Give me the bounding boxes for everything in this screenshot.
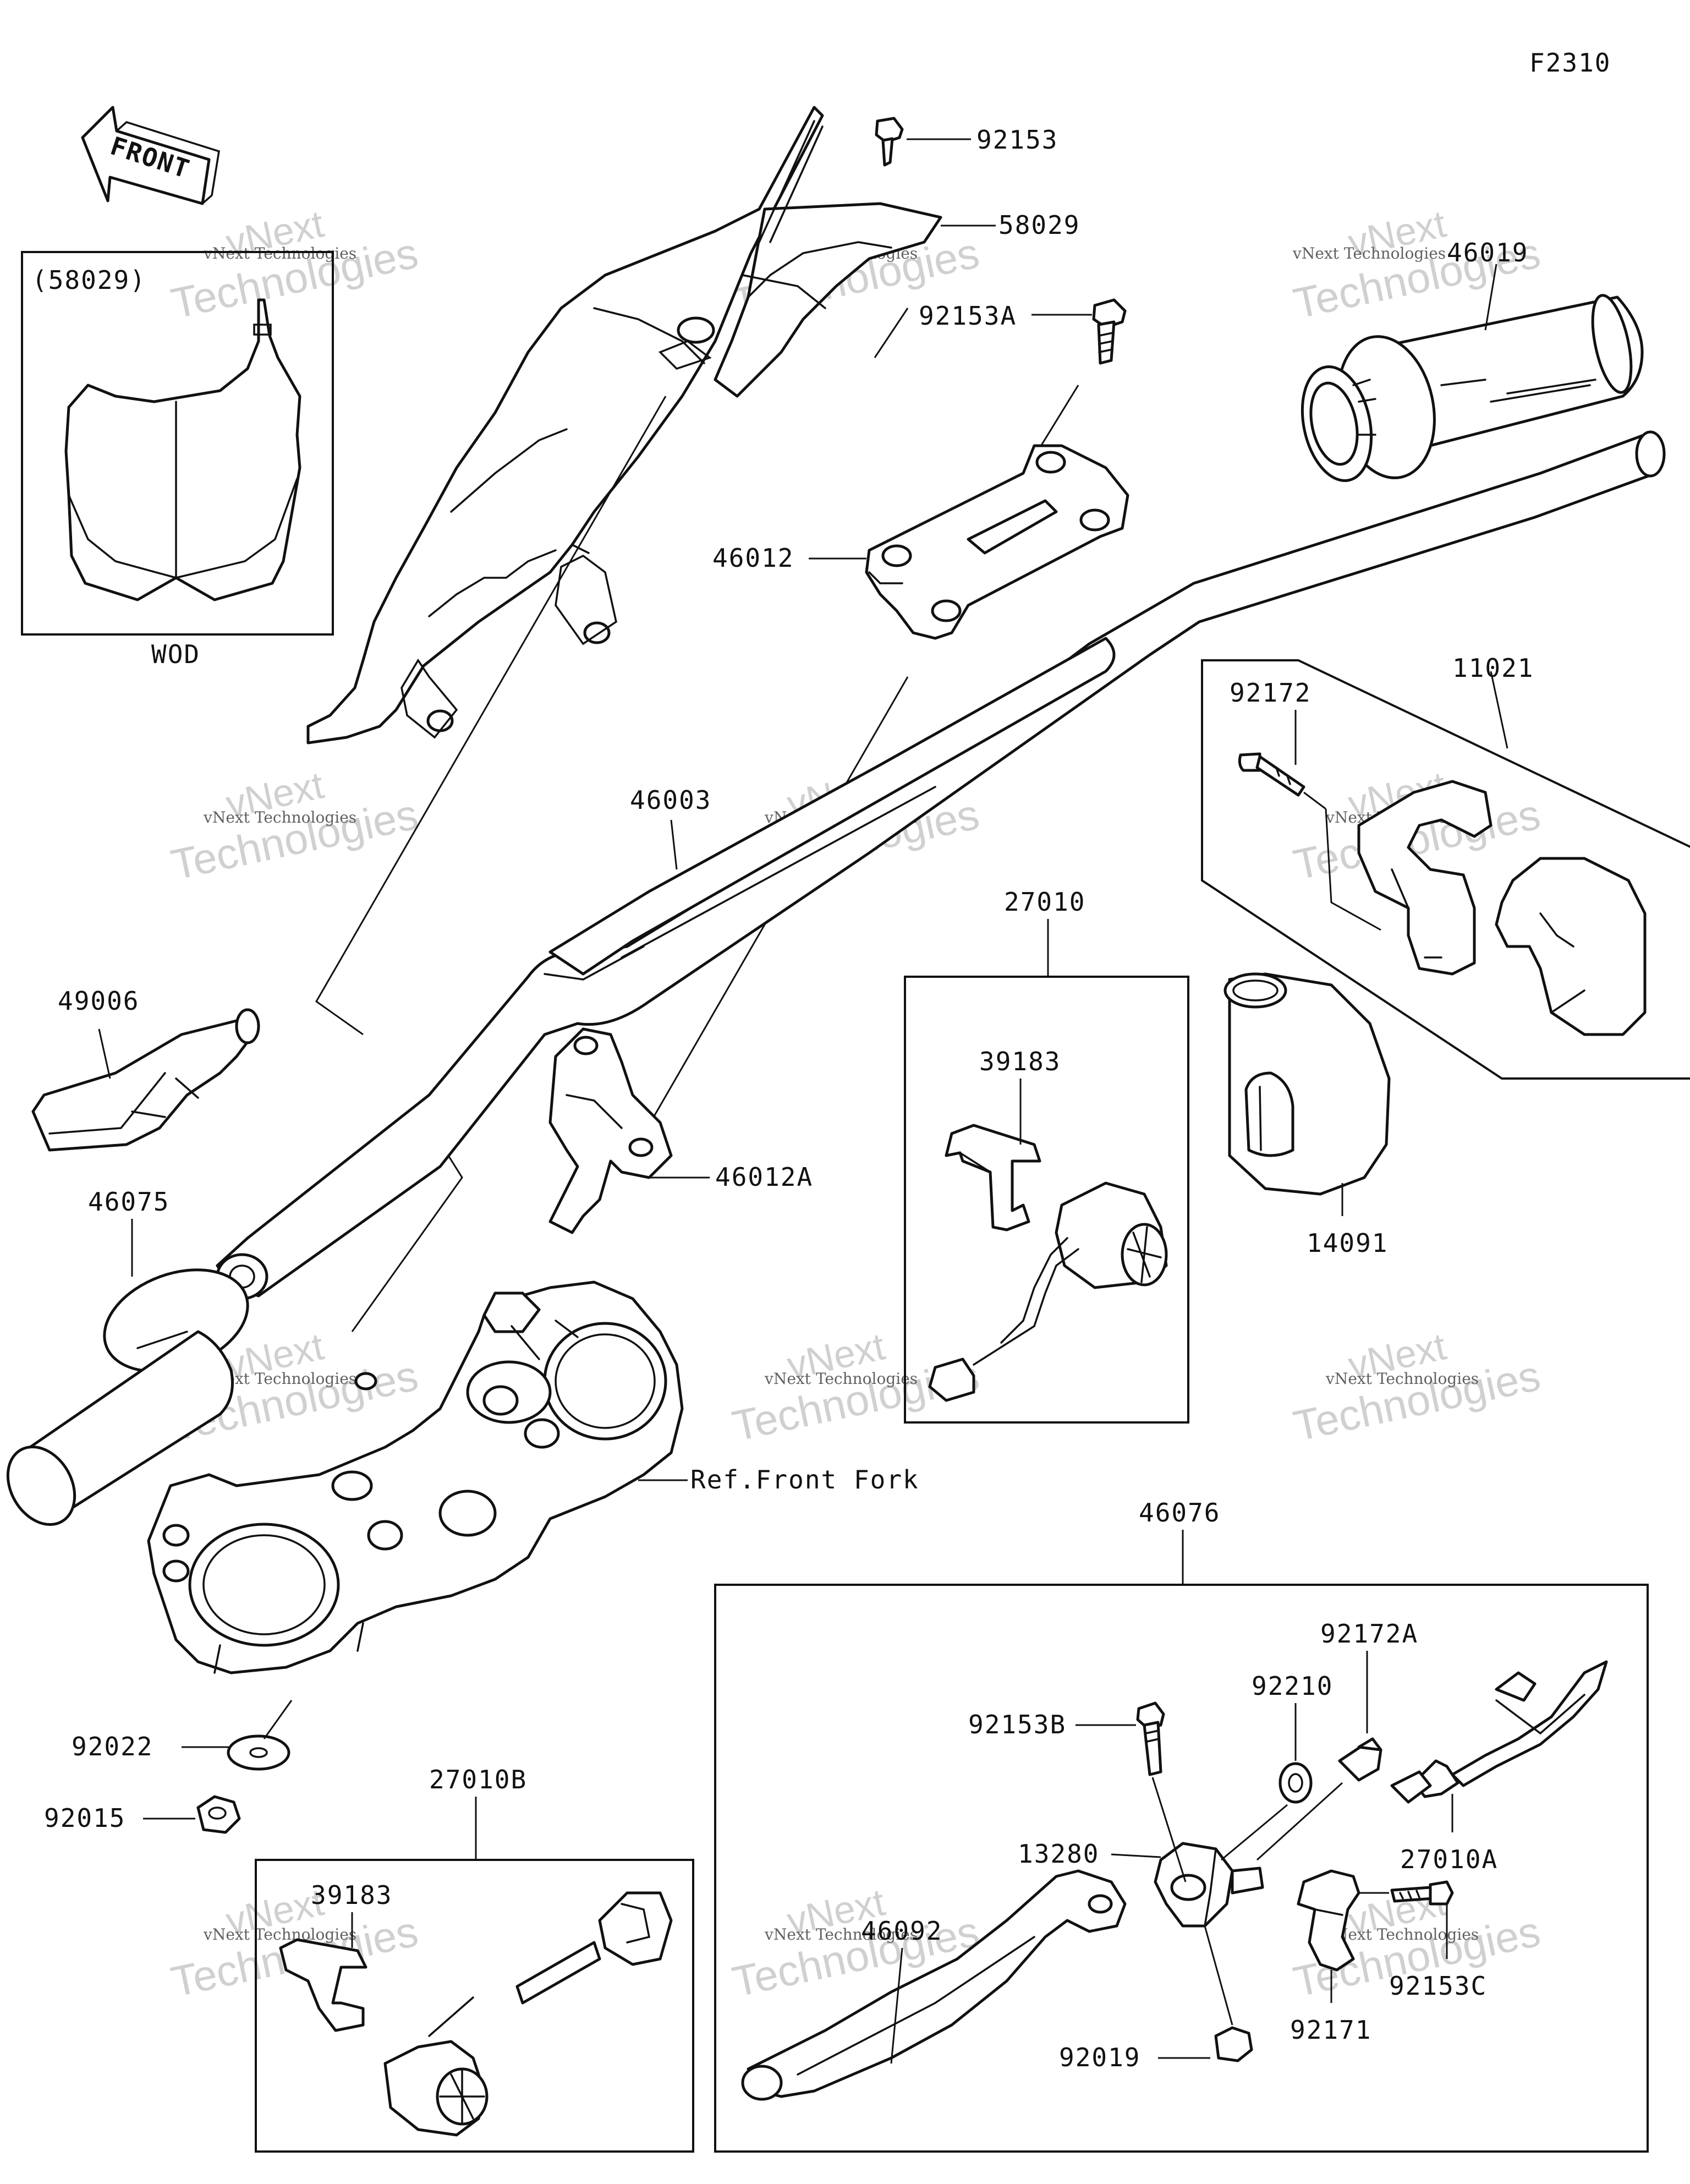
watermark-text: vNext Technologies: [1325, 1370, 1479, 1388]
part-49006: [31, 1008, 260, 1152]
switch-27010B: [255, 1859, 694, 2153]
label-92171: 92171: [1290, 2015, 1371, 2045]
triple-clamp: [147, 1280, 684, 1674]
watermark-text: vNext Technologies: [203, 808, 356, 826]
label-49006: 49006: [58, 986, 139, 1016]
watermark-text: vNext Technologies: [203, 244, 356, 262]
label-92019: 92019: [1059, 2043, 1140, 2072]
bolt-92153A: [1092, 298, 1127, 365]
assembly-11021: [1201, 659, 1690, 1080]
label-92153C: 92153C: [1389, 1971, 1487, 2001]
switch-27010: [904, 976, 1189, 1424]
nut-92015: [196, 1795, 241, 1834]
label-92153: 92153: [976, 125, 1058, 155]
number-plate: [306, 106, 942, 745]
label-ref-front-fork: Ref.Front Fork: [690, 1465, 919, 1495]
label-46012A: 46012A: [715, 1162, 813, 1192]
label-39183-a: 39183: [979, 1047, 1061, 1076]
inset-ref: (58029): [32, 265, 146, 295]
diagram-id: F2310: [1529, 48, 1611, 78]
watermark-text: vNext Technologies: [1292, 244, 1446, 262]
number-plate-wod: [64, 298, 301, 601]
label-14091: 14091: [1307, 1228, 1388, 1258]
hand-guard: [1495, 857, 1647, 1036]
watermark-text: vNext Technologies: [764, 1370, 918, 1388]
label-27010A: 27010A: [1400, 1844, 1498, 1874]
label-13280: 13280: [1018, 1839, 1099, 1869]
inset-caption: WOD: [151, 639, 200, 669]
front-arrow-icon: FRONT: [81, 106, 220, 205]
label-27010: 27010: [1004, 887, 1085, 917]
label-92172A: 92172A: [1320, 1619, 1418, 1649]
label-92153A: 92153A: [919, 301, 1017, 331]
label-27010B: 27010B: [429, 1765, 527, 1794]
handlebar-clamp-upper: [865, 444, 1129, 640]
label-92015: 92015: [44, 1803, 125, 1833]
label-92210: 92210: [1252, 1671, 1333, 1701]
label-92153B: 92153B: [968, 1710, 1066, 1739]
inset-58029: (58029) WOD: [21, 251, 334, 669]
lever-assembly-46076: [714, 1584, 1649, 2153]
label-11021: 11021: [1452, 653, 1534, 683]
label-46003: 46003: [630, 785, 711, 815]
label-92022: 92022: [72, 1732, 153, 1761]
watermark-text: vNext Technologies: [203, 1925, 356, 1944]
grip-right: [1301, 294, 1644, 482]
handlebar-clamp-lower: [548, 1027, 673, 1234]
label-46076: 46076: [1139, 1498, 1220, 1528]
bolt-92153: [875, 117, 904, 167]
watermark-text: vNext Technologies: [1325, 1925, 1479, 1944]
washer-92022: [227, 1734, 290, 1771]
label-46012: 46012: [712, 543, 794, 573]
watermark-text: vNext Technologies: [764, 1925, 918, 1944]
label-58029: 58029: [998, 210, 1080, 240]
handlebar: [216, 430, 1666, 1300]
label-46075: 46075: [88, 1187, 169, 1217]
label-92172: 92172: [1230, 678, 1311, 708]
label-46019: 46019: [1447, 238, 1528, 267]
cover-14091: [1223, 972, 1391, 1196]
label-39183-b: 39183: [311, 1880, 392, 1910]
label-46092: 46092: [861, 1916, 942, 1946]
grip-left: [6, 1268, 249, 1526]
